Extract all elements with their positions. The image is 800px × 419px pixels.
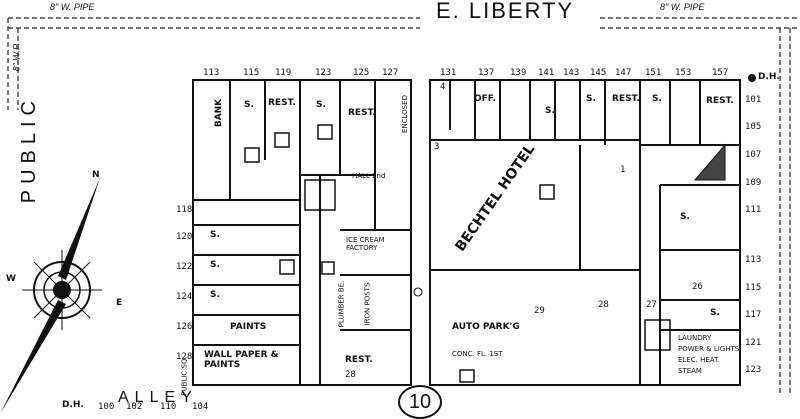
address: 101 (745, 95, 762, 105)
building-label: REST. (348, 108, 376, 118)
lot-number: 4 (440, 82, 446, 92)
address: 119 (275, 68, 292, 78)
address: 137 (478, 68, 495, 78)
address: 126 (176, 322, 193, 332)
building-label: ICE CREAM FACTORY (346, 236, 385, 252)
address: 131 (440, 68, 457, 78)
address: 121 (745, 338, 762, 348)
address: 123 (745, 365, 762, 375)
compass-west: W (6, 274, 16, 284)
address: 151 (645, 68, 662, 78)
address: 105 (745, 122, 762, 132)
pipe-label: 8" W. PIPE (50, 2, 95, 12)
building-label: LAUNDRY (678, 334, 712, 342)
building-label: REST. (706, 96, 734, 106)
compass-north: N (92, 170, 100, 180)
dh-label: D.H. (758, 72, 780, 82)
address: 145 (590, 68, 607, 78)
address: 123 (315, 68, 332, 78)
address: 109 (745, 178, 762, 188)
building-label: PLUMBER BE. (337, 280, 346, 328)
address: 128 (176, 352, 193, 362)
street-label-liberty: E. LIBERTY (436, 0, 575, 23)
water-pipes (7, 17, 800, 395)
building-label: IRON POSTS (363, 282, 372, 326)
address: 122 (176, 262, 193, 272)
store-mark: S. (586, 94, 596, 104)
lot-number: 26 (692, 282, 703, 292)
address: 157 (712, 68, 729, 78)
building-label: AUTO PARK'G (452, 322, 520, 332)
address: 113 (203, 68, 220, 78)
building-features (244, 124, 671, 383)
store-mark: S. (316, 100, 326, 110)
alley-label: ALLEY (118, 389, 198, 406)
address: 100 (98, 402, 115, 412)
address: 124 (176, 292, 193, 302)
building-label: STEAM (678, 367, 702, 375)
compass-rose-icon (0, 178, 102, 414)
store-mark: S. (244, 100, 254, 110)
building-label: PUBLIC SQ. (180, 356, 189, 396)
east-block (429, 79, 741, 386)
store-mark: S. (210, 230, 220, 240)
store-mark: S. (680, 212, 690, 222)
hatched-roof (693, 143, 726, 181)
address: 117 (745, 310, 762, 320)
address: 104 (192, 402, 209, 412)
fire-hydrant-marks (413, 74, 756, 297)
address: 127 (382, 68, 399, 78)
building-label: ELEC. HEAT. (678, 356, 720, 364)
building-label: ENCLOSED (400, 95, 409, 133)
dh-label: D.H. (62, 400, 84, 410)
store-mark: S. (652, 94, 662, 104)
address: 107 (745, 150, 762, 160)
address: 115 (243, 68, 260, 78)
address: 141 (538, 68, 555, 78)
lot-number: 28 (598, 300, 609, 310)
building-label: PAINTS (230, 322, 267, 332)
lot-number: 3 (434, 142, 440, 152)
address: 110 (160, 402, 177, 412)
building-label: CONC. FL. 1ST (452, 350, 503, 358)
address: 120 (176, 232, 193, 242)
building-label: POWER & LIGHTS (678, 345, 740, 353)
building-label: REST. (345, 355, 373, 365)
store-mark: S. (210, 290, 220, 300)
building-label: REST. (612, 94, 640, 104)
address: 111 (745, 205, 762, 215)
west-block (192, 79, 412, 386)
building-label: OFF. (474, 94, 497, 104)
building-label: WALL PAPER & PAINTS (204, 350, 279, 370)
address: 125 (353, 68, 370, 78)
lot-number: 1 (620, 165, 626, 175)
pipe-label: 8" W.P. (11, 42, 22, 72)
address: 113 (745, 255, 762, 265)
store-mark: S. (710, 308, 720, 318)
lot-number: 28 (345, 370, 356, 380)
address: 143 (563, 68, 580, 78)
lot-number: 29 (534, 306, 545, 316)
address: 139 (510, 68, 527, 78)
address: 147 (615, 68, 632, 78)
store-mark: S. (545, 106, 555, 116)
building-label: HALL 2nd (352, 172, 386, 180)
address: 102 (126, 402, 143, 412)
building-label: BANK (214, 98, 225, 128)
address: 118 (176, 205, 193, 215)
compass-east: E (116, 298, 123, 308)
address: 153 (675, 68, 692, 78)
building-label: REST. (268, 98, 296, 108)
lot-number: 27 (646, 300, 657, 310)
pipe-label: 8" W. PIPE (660, 2, 705, 12)
street-label-public: PUBLIC (18, 95, 40, 204)
address: 115 (745, 283, 762, 293)
store-mark: S. (210, 260, 220, 270)
